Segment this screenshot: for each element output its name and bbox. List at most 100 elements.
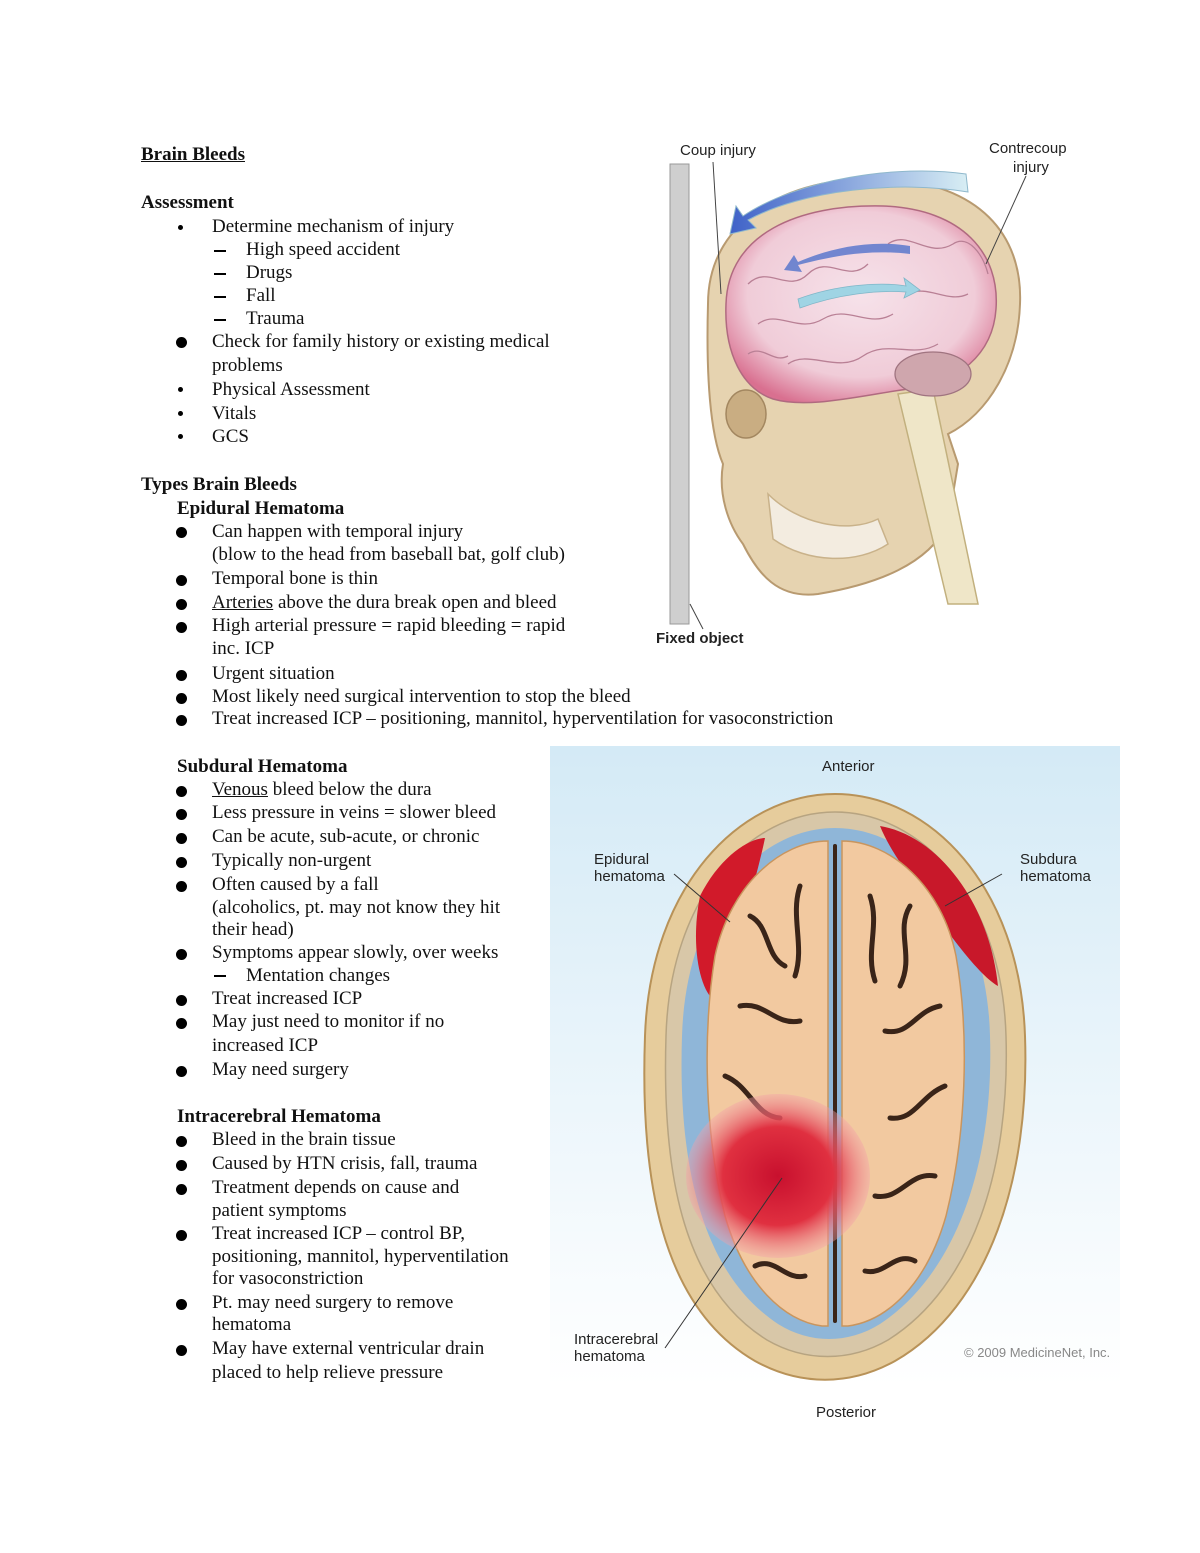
- bullet-icon: [176, 1230, 187, 1241]
- list-item-text: above the dura break open and bleed: [273, 592, 557, 613]
- list-item-continued: increased ICP: [212, 1035, 319, 1056]
- list-item: Bleed in the brain tissue: [212, 1129, 396, 1150]
- bullet-icon: [178, 225, 183, 230]
- dash-icon: [214, 273, 226, 275]
- bullet-icon: [176, 995, 187, 1006]
- bullet-icon: [176, 1299, 187, 1310]
- contrecoup-label-line2: injury: [1013, 159, 1049, 176]
- list-item-continued: problems: [212, 355, 283, 376]
- bullet-icon: [176, 599, 187, 610]
- bullet-icon: [176, 1160, 187, 1171]
- list-item: Treat increased ICP – control BP,: [212, 1223, 465, 1244]
- list-item: Treat increased ICP: [212, 988, 363, 1009]
- list-item: Can happen with temporal injury: [212, 521, 464, 542]
- list-item: Determine mechanism of injury: [212, 216, 455, 237]
- list-item-continued: (alcoholics, pt. may not know they hit: [212, 897, 501, 918]
- list-item: GCS: [212, 426, 249, 447]
- list-item: Vitals: [212, 403, 257, 424]
- posterior-label: Posterior: [816, 1404, 877, 1421]
- subdural-label-line2: hematoma: [1020, 868, 1091, 885]
- list-item: Most likely need surgical intervention t…: [212, 686, 631, 707]
- list-item: Venous bleed below the dura: [212, 779, 432, 801]
- list-item-continued: inc. ICP: [212, 638, 275, 659]
- intracerebral-label-line2: hematoma: [574, 1348, 645, 1365]
- coup-injury-label: Coup injury: [680, 142, 756, 159]
- bullet-icon: [176, 622, 187, 633]
- contrecoup-label-line1: Contrecoup: [989, 140, 1067, 157]
- venous-term: Venous: [212, 779, 268, 800]
- bullet-icon: [176, 1066, 187, 1077]
- bullet-icon: [176, 575, 187, 586]
- bullet-icon: [176, 337, 187, 348]
- list-item: Less pressure in veins = slower bleed: [212, 802, 497, 823]
- dash-icon: [214, 296, 226, 298]
- coup-contrecoup-illustration: [669, 161, 1027, 630]
- list-item: Trauma: [246, 308, 305, 329]
- bullet-icon: [176, 809, 187, 820]
- list-item: Symptoms appear slowly, over weeks: [212, 942, 499, 963]
- list-item: High speed accident: [246, 239, 401, 260]
- list-item: Fall: [246, 285, 276, 306]
- list-item-continued: placed to help relieve pressure: [212, 1362, 444, 1383]
- list-item-continued: hematoma: [212, 1314, 292, 1335]
- list-item: May just need to monitor if no: [212, 1011, 445, 1032]
- arteries-term: Arteries: [212, 592, 274, 613]
- anterior-label: Anterior: [822, 758, 875, 775]
- bullet-icon: [176, 1018, 187, 1029]
- list-item-continued: their head): [212, 919, 294, 940]
- list-item: Drugs: [246, 262, 293, 283]
- intracerebral-label-line1: Intracerebral: [574, 1331, 659, 1348]
- bullet-icon: [178, 387, 183, 392]
- list-item-text: bleed below the dura: [267, 779, 432, 800]
- bullet-icon: [176, 949, 187, 960]
- list-item: Caused by HTN crisis, fall, trauma: [212, 1153, 478, 1174]
- bullet-icon: [176, 1136, 187, 1147]
- list-item-continued: for vasoconstriction: [212, 1268, 364, 1289]
- epidural-label-line2: hematoma: [594, 868, 665, 885]
- subdural-heading: Subdural Hematoma: [177, 756, 348, 777]
- list-item-continued: (blow to the head from baseball bat, gol…: [212, 544, 565, 565]
- axial-brain-illustration: [550, 746, 1120, 1386]
- dash-icon: [214, 250, 226, 252]
- list-item: Check for family history or existing med…: [212, 331, 550, 352]
- list-item: May need surgery: [212, 1059, 349, 1080]
- bullet-icon: [176, 527, 187, 538]
- dash-icon: [214, 975, 226, 977]
- list-item-continued: positioning, mannitol, hyperventilation: [212, 1246, 509, 1267]
- fixed-object-label: Fixed object: [656, 630, 744, 647]
- bullet-icon: [176, 786, 187, 797]
- bullet-icon: [176, 670, 187, 681]
- bullet-icon: [178, 434, 183, 439]
- list-item: Temporal bone is thin: [212, 568, 378, 589]
- list-item-continued: patient symptoms: [212, 1200, 347, 1221]
- types-heading: Types Brain Bleeds: [141, 474, 297, 495]
- epidural-label-line1: Epidural: [594, 851, 650, 868]
- coup-contrecoup-figure: Coup injury Contrecoup injury Fixed obje…: [648, 134, 1088, 654]
- bullet-icon: [176, 857, 187, 868]
- copyright-label: © 2009 MedicineNet, Inc.: [964, 1345, 1111, 1360]
- list-item: Treat increased ICP – positioning, manni…: [212, 708, 834, 729]
- epidural-heading: Epidural Hematoma: [177, 498, 345, 519]
- list-item: Urgent situation: [212, 663, 335, 684]
- list-item: Pt. may need surgery to remove: [212, 1292, 454, 1313]
- page-title: Brain Bleeds: [141, 144, 245, 165]
- list-item: Mentation changes: [246, 965, 391, 986]
- dash-icon: [214, 319, 226, 321]
- subdural-label-line1: Subdura: [1020, 851, 1077, 868]
- bullet-icon: [176, 833, 187, 844]
- list-item: Typically non-urgent: [212, 850, 372, 871]
- hematoma-types-figure: Anterior Epidural hematoma Subdura hemat…: [550, 746, 1120, 1426]
- list-item: Can be acute, sub-acute, or chronic: [212, 826, 480, 847]
- list-item: High arterial pressure = rapid bleeding …: [212, 615, 566, 636]
- bullet-icon: [176, 693, 187, 704]
- assessment-heading: Assessment: [141, 192, 234, 213]
- intracerebral-heading: Intracerebral Hematoma: [177, 1106, 381, 1127]
- list-item: Arteries above the dura break open and b…: [212, 592, 557, 614]
- bullet-icon: [176, 1184, 187, 1195]
- bullet-icon: [176, 715, 187, 726]
- list-item: Physical Assessment: [212, 379, 370, 400]
- list-item: Often caused by a fall: [212, 874, 379, 895]
- list-item: Treatment depends on cause and: [212, 1177, 460, 1198]
- bullet-icon: [178, 411, 183, 416]
- bullet-icon: [176, 881, 187, 892]
